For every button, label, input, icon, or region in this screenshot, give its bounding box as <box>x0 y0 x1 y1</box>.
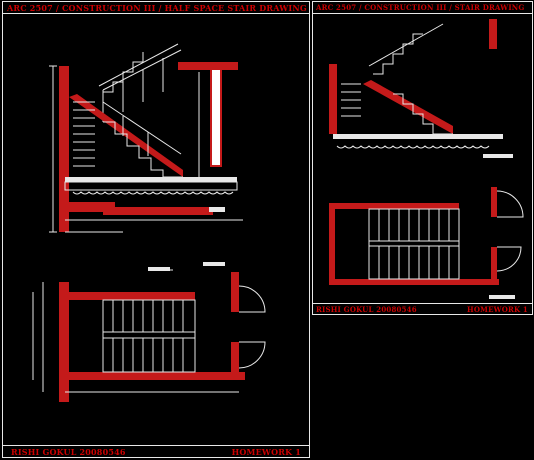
main-sheet-title: ARC 2507 / CONSTRUCTION III / HALF SPACE… <box>7 3 307 13</box>
small-title-bar: ARC 2507 / CONSTRUCTION III / STAIR DRAW… <box>313 2 532 14</box>
small-drawing-sheet: ARC 2507 / CONSTRUCTION III / STAIR DRAW… <box>312 1 533 315</box>
main-title-bar: ARC 2507 / CONSTRUCTION III / HALF SPACE… <box>3 2 309 14</box>
small-stair-plan <box>329 187 524 299</box>
main-stair-section <box>49 43 243 233</box>
main-footer-name: RISHI GOKUL 20080546 <box>11 447 126 457</box>
small-footer-bar: RISHI GOKUL 20080546 HOMEWORK 1 <box>313 303 532 314</box>
small-stair-section <box>329 19 513 158</box>
main-footer-bar: RISHI GOKUL 20080546 HOMEWORK 1 <box>3 445 309 457</box>
small-sheet-title: ARC 2507 / CONSTRUCTION III / STAIR DRAW… <box>316 3 525 12</box>
small-footer-name: RISHI GOKUL 20080546 <box>316 305 417 314</box>
main-drawing-sheet: ARC 2507 / CONSTRUCTION III / HALF SPACE… <box>2 1 310 458</box>
main-footer-homework: HOMEWORK 1 <box>231 447 301 457</box>
main-stair-plan <box>32 262 266 402</box>
small-footer-homework: HOMEWORK 1 <box>467 305 528 314</box>
